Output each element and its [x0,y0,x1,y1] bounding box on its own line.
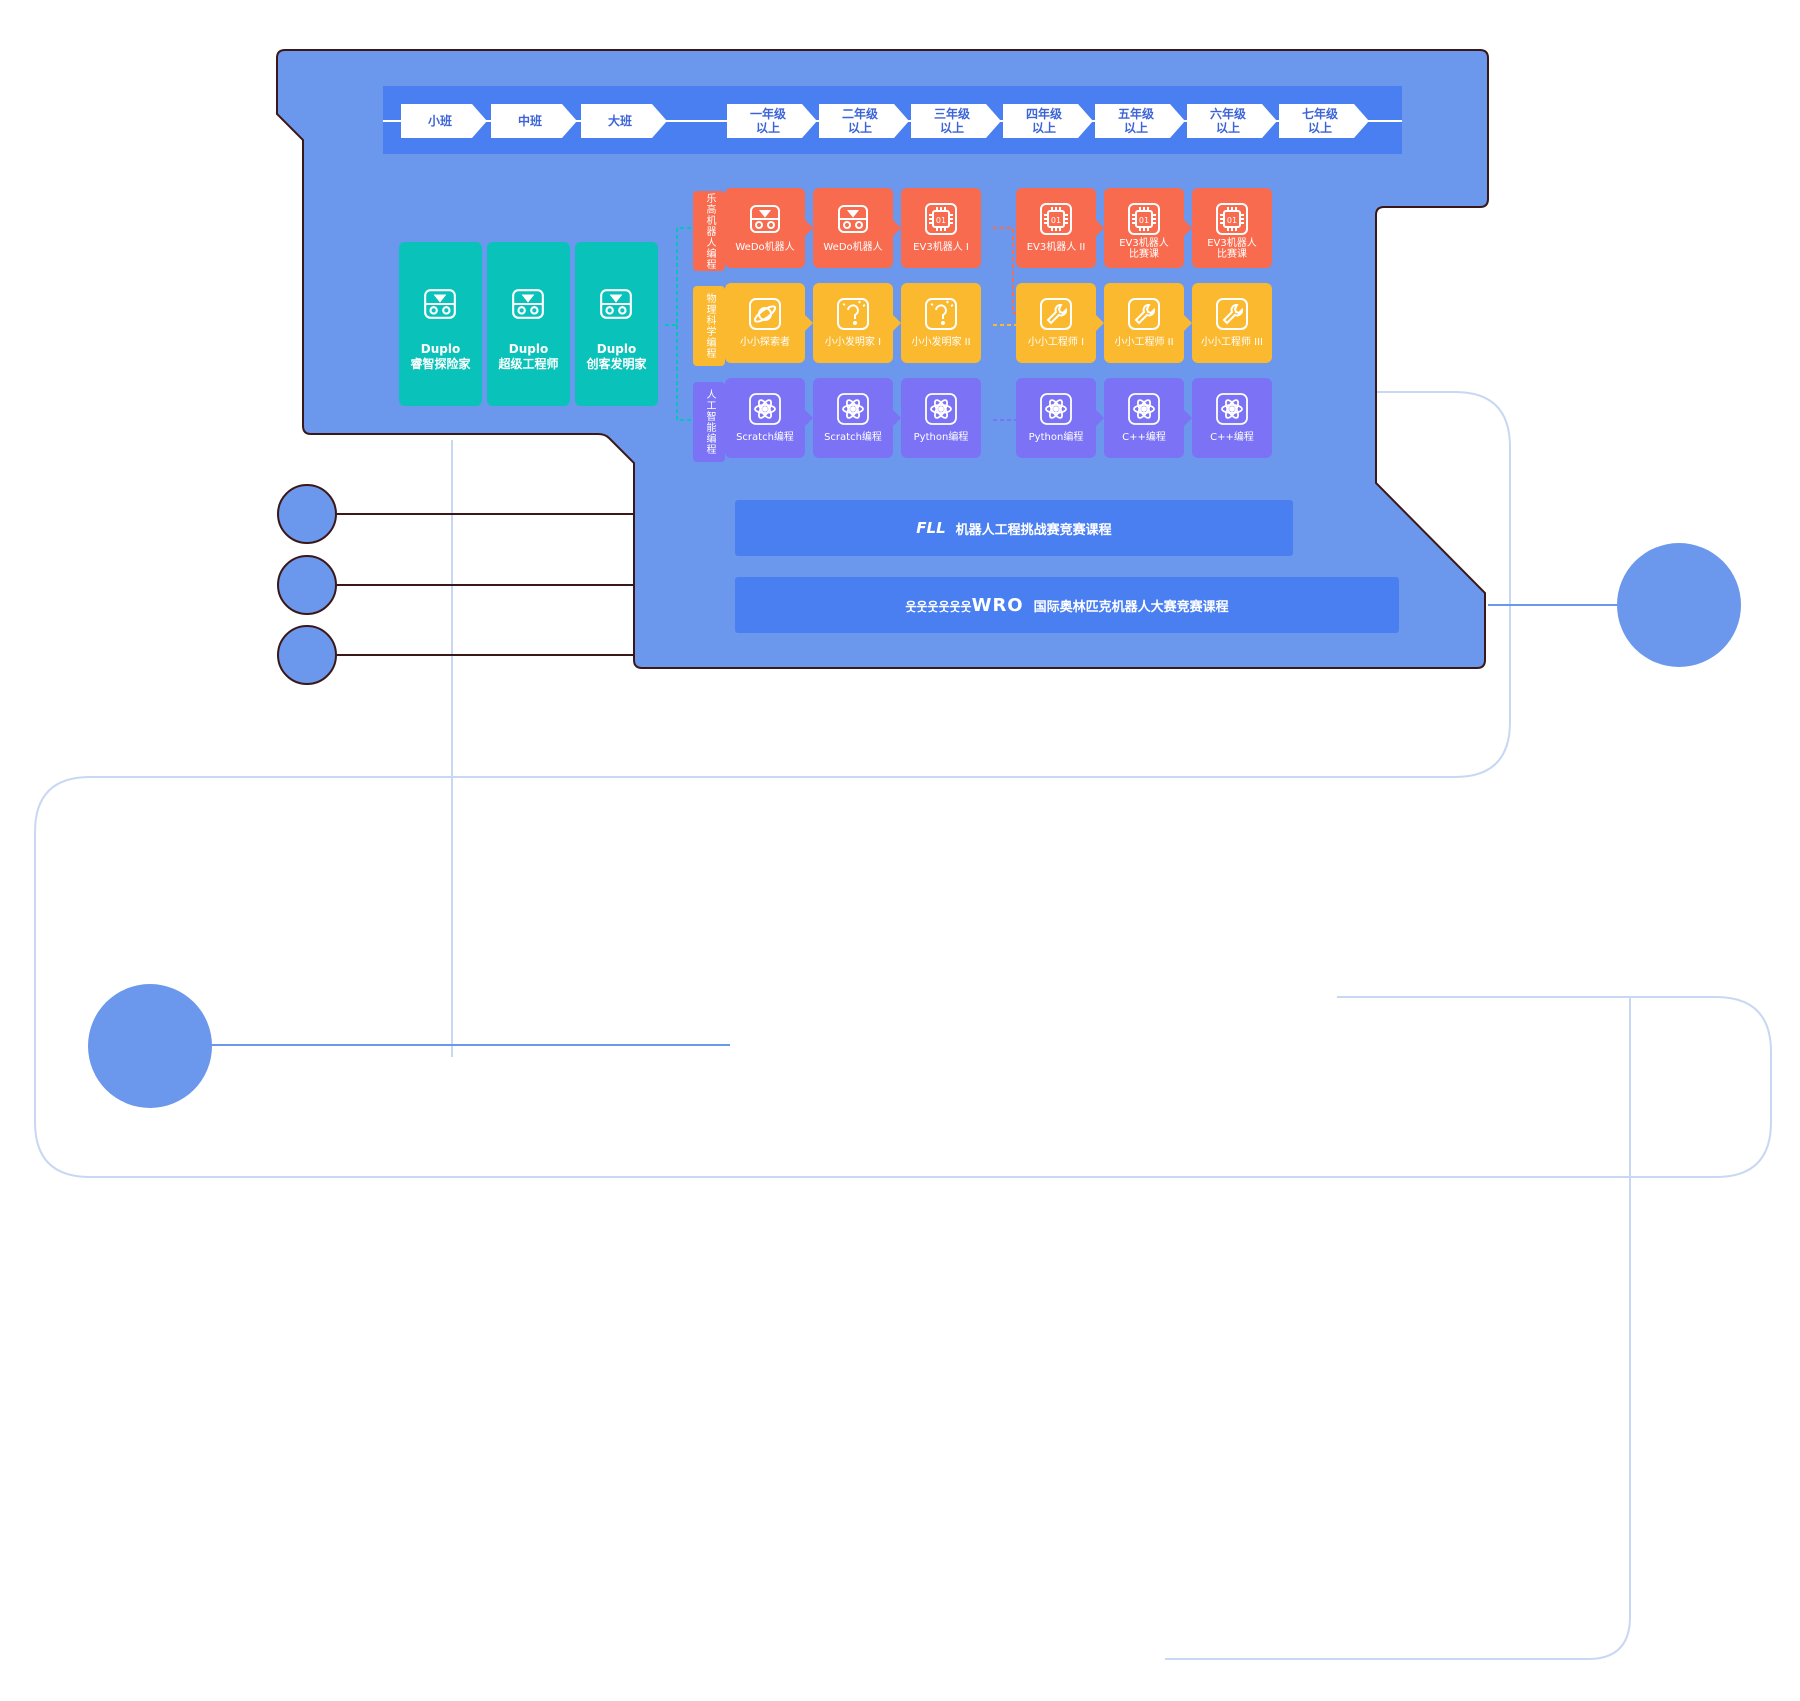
science-course-card[interactable]: 小小工程师 III [1192,283,1272,363]
wro-competition-banner[interactable]: 웃웃웃웃웃웃WRO 国际奥林匹克机器人大赛竞赛课程 [735,577,1399,633]
science-course-card[interactable]: 小小工程师 I [1016,283,1104,363]
atom-icon [836,392,870,426]
grade-chip[interactable]: 六年级 以上 [1187,104,1277,138]
robot-icon [510,286,546,322]
ai-course-card[interactable]: C++编程 [1104,378,1192,458]
course-label: 小小工程师 II [1114,337,1174,348]
course-label: WeDo机器人 [823,242,883,253]
grade-chip[interactable]: 大班 [581,104,667,138]
large-circle-left [88,984,212,1108]
wrench-icon [1039,297,1073,331]
grade-chip[interactable]: 四年级 以上 [1003,104,1093,138]
course-label: WeDo机器人 [735,242,795,253]
node-circle-2 [277,555,337,615]
ai-course-card[interactable]: Python编程 [1016,378,1104,458]
node-circle-1 [277,484,337,544]
planet-icon [748,297,782,331]
atom-icon [1215,392,1249,426]
atom-icon [924,392,958,426]
grade-chip[interactable]: 五年级 以上 [1095,104,1185,138]
grade-chip[interactable]: 三年级 以上 [911,104,1001,138]
duplo-course-label: Duplo 超级工程师 [498,342,559,371]
course-label: C++编程 [1210,432,1254,443]
course-label: Python编程 [1028,432,1084,443]
fll-logo: FLL [916,519,946,537]
robot-icon [598,286,634,322]
course-label: C++编程 [1122,432,1166,443]
robot-icon [748,202,782,236]
ai-course-card[interactable]: Scratch编程 [813,378,901,458]
fll-competition-banner[interactable]: FLL 机器人工程挑战赛竞赛课程 [735,500,1293,556]
large-circle-right [1617,543,1741,667]
course-label: Scratch编程 [736,432,794,443]
chip-icon: 01 [1127,202,1161,236]
wro-competition-label: 国际奥林匹克机器人大赛竞赛课程 [1033,599,1229,615]
atom-icon [1039,392,1073,426]
row-label-ai: 人工智能编程 [693,382,725,462]
svg-text:01: 01 [936,216,946,225]
grade-chip[interactable]: 七年级 以上 [1279,104,1369,138]
svg-text:01: 01 [1139,216,1149,225]
wrench-icon [1127,297,1161,331]
lego-course-card[interactable]: WeDo机器人 [813,188,901,268]
svg-text:01: 01 [1227,216,1237,225]
accent-lines [210,604,1620,1046]
lightbulb-icon [924,297,958,331]
course-label: Scratch编程 [824,432,882,443]
science-course-card[interactable]: 小小发明家 I [813,283,901,363]
course-label: 小小探索者 [740,337,790,348]
row-label-science: 物理科学编程 [693,286,725,366]
course-label: EV3机器人 II [1026,242,1086,253]
chip-icon: 01 [1039,202,1073,236]
science-course-card[interactable]: 小小发明家 II [901,283,981,363]
row-label-lego: 乐高机器人编程 [693,191,725,271]
grade-chip[interactable]: 二年级 以上 [819,104,909,138]
science-course-card[interactable]: 小小探索者 [725,283,813,363]
chip-icon: 01 [1215,202,1249,236]
ai-course-card[interactable]: C++编程 [1192,378,1272,458]
left-connectors [337,513,634,656]
node-circle-3 [277,625,337,685]
atom-icon [1127,392,1161,426]
robot-icon [422,286,458,322]
wrench-icon [1215,297,1249,331]
course-label: Python编程 [913,432,969,443]
grade-chip[interactable]: 一年级 以上 [727,104,817,138]
duplo-course-card[interactable]: Duplo 创客发明家 [575,242,658,406]
course-label: EV3机器人 比赛课 [1207,238,1257,260]
robot-icon [836,202,870,236]
lego-course-card[interactable]: WeDo机器人 [725,188,813,268]
chip-icon: 01 [924,202,958,236]
atom-icon [748,392,782,426]
wro-logo: 웃웃웃웃웃웃WRO [905,594,1024,616]
course-label: EV3机器人 I [913,242,969,253]
duplo-course-card[interactable]: Duplo 超级工程师 [487,242,570,406]
duplo-course-label: Duplo 创客发明家 [586,342,647,371]
duplo-course-card[interactable]: Duplo 睿智探险家 [399,242,482,406]
course-label: 小小工程师 I [1027,337,1085,348]
svg-text:01: 01 [1051,216,1061,225]
lightbulb-icon [836,297,870,331]
grade-chip[interactable]: 中班 [491,104,577,138]
course-label: 小小发明家 II [911,337,971,348]
ai-course-card[interactable]: Python编程 [901,378,981,458]
course-label: EV3机器人 比赛课 [1119,238,1169,260]
science-course-card[interactable]: 小小工程师 II [1104,283,1192,363]
ai-course-card[interactable]: Scratch编程 [725,378,813,458]
grade-chip[interactable]: 小班 [401,104,487,138]
course-label: 小小工程师 III [1200,337,1264,348]
duplo-course-label: Duplo 睿智探险家 [410,342,471,371]
connector-lines [34,391,1772,1660]
course-label: 小小发明家 I [824,337,882,348]
fll-competition-label: 机器人工程挑战赛竞赛课程 [955,522,1112,538]
